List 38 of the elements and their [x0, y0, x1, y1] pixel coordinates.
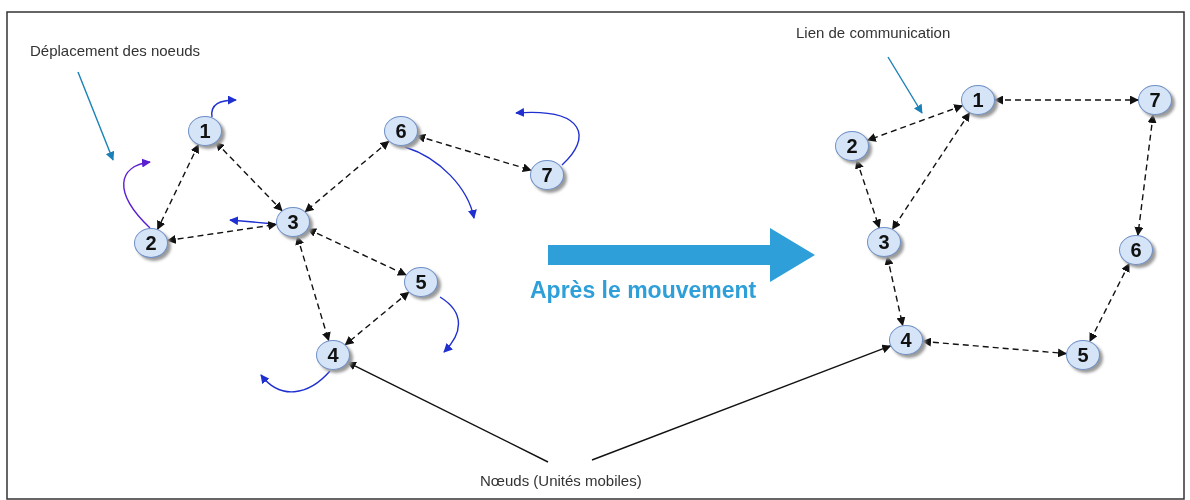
network-node: 2 [835, 131, 869, 161]
network-node: 3 [276, 207, 310, 237]
link-arrow [866, 104, 964, 142]
link-arrow [855, 159, 881, 229]
network-node: 2 [134, 228, 168, 258]
link-arrow [416, 133, 532, 173]
leader-arrow [77, 71, 115, 161]
link-arrow [295, 235, 331, 342]
link-arrow [922, 337, 1067, 358]
leader-arrow [591, 344, 892, 461]
link-arrow [166, 221, 278, 244]
annotation-text: Nœuds (Unités mobiles) [480, 472, 642, 490]
link-arrow [994, 95, 1139, 105]
link-arrow [304, 140, 390, 213]
network-node: 7 [1138, 85, 1172, 115]
link-arrow [156, 144, 200, 230]
leader-arrow [347, 361, 549, 463]
network-node: 5 [1066, 340, 1100, 370]
caption-text: Après le mouvement [530, 277, 757, 304]
network-node: 1 [961, 85, 995, 115]
network-node: 4 [316, 340, 350, 370]
network-node: 1 [188, 116, 222, 146]
link-arrow [344, 291, 410, 346]
annotation-text: Lien de communication [796, 24, 951, 42]
network-node: 4 [889, 325, 923, 355]
link-arrow [1134, 114, 1157, 236]
network-node: 6 [1119, 235, 1153, 265]
link-arrow [1089, 262, 1130, 343]
link-arrow [215, 141, 283, 212]
network-node: 3 [867, 227, 901, 257]
link-arrow [891, 112, 971, 230]
link-arrow [884, 255, 906, 327]
leader-arrow [887, 56, 923, 114]
annotation-text: Déplacement des noeuds [30, 42, 201, 60]
network-node: 5 [404, 267, 438, 297]
link-arrow [307, 228, 407, 276]
network-node: 7 [530, 160, 564, 190]
network-node: 6 [384, 116, 418, 146]
